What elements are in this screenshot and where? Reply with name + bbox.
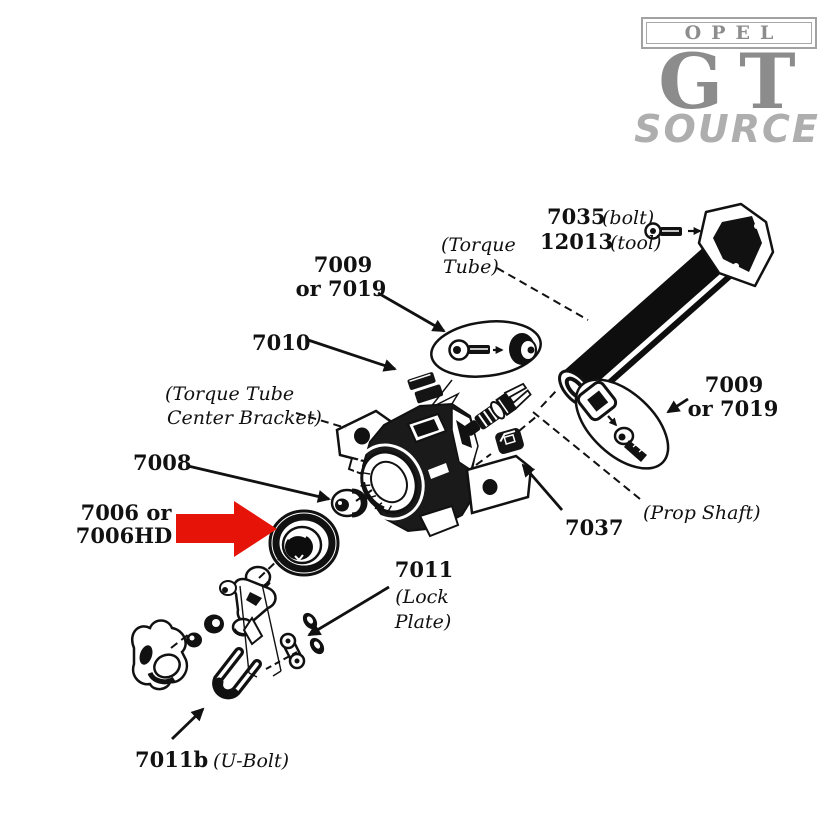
bushing-detail-left [430,320,542,378]
u-joint-yoke-drawing [131,565,277,691]
arrow-7009-right [666,397,689,414]
bushing-detail-right [574,378,670,470]
torque-tube-flange [697,202,775,288]
label-7037: 7037 [565,515,623,540]
label-7011-note-line1: (Lock [395,586,449,608]
source-logo-text: SOURCE [634,107,820,151]
label-7011-number: 7011 [395,557,453,582]
label-7006-line1: 7006 or [81,500,173,525]
u-bolt-drawing [212,647,262,700]
center-bracket-drawing [335,402,533,538]
red-highlight-arrow [176,501,277,557]
label-7009-left-line2: or 7019 [296,276,387,301]
label-prop-shaft: (Prop Shaft) [643,502,761,524]
label-7009-right-line1: 7009 [705,372,763,397]
prop-shaft-stub-drawing [464,382,532,436]
arrow-7011b [171,707,205,741]
label-7011-note-line2: Plate) [394,611,451,633]
label-7035-note: (bolt) [602,207,654,229]
torque-tube-drawing [558,202,775,408]
label-12013-note: (tool) [610,232,661,254]
diagram-labels: 7035 (bolt) 12013 (tool) (Torque Tube) 7… [76,204,779,772]
label-7006-line2: 7006HD [76,523,173,548]
arrow-7011 [307,585,390,637]
label-7008: 7008 [133,450,191,475]
label-torque-tube-line1: (Torque [441,234,516,256]
arrow-7037 [521,463,564,511]
label-7011b-note: (U-Bolt) [213,750,289,772]
label-7010: 7010 [252,330,310,355]
label-12013-number: 12013 [540,229,613,254]
arrow-7010 [307,338,397,372]
lock-plate-drawing [279,612,325,670]
label-center-bracket-line1: (Torque Tube [165,383,294,405]
thin-leader-lines [239,583,282,678]
dashed-leader-lines [170,267,641,670]
arrow-7008 [187,464,331,503]
bolt-7035-drawing [644,222,702,240]
label-7009-left-line1: 7009 [314,252,372,277]
arrow-7009-left [377,291,446,333]
label-center-bracket-line2: Center Bracket) [167,407,322,429]
opel-logo-box: OPEL [641,17,817,49]
opel-logo-text: OPEL [684,21,784,44]
label-7035-number: 7035 [547,204,605,229]
opel-logo-inner-border: OPEL [646,22,812,44]
bushing-7008-drawing [330,488,368,518]
part-7037-drawing [495,428,524,454]
gt-logo-text: GT [658,37,812,126]
grommet-7006-drawing [268,509,340,577]
label-7009-right-line2: or 7019 [688,396,779,421]
label-7011b-number: 7011b [135,747,208,772]
part-7010-drawing [407,372,444,404]
pointer-arrows [171,291,689,741]
label-torque-tube-line2: Tube) [443,256,499,278]
